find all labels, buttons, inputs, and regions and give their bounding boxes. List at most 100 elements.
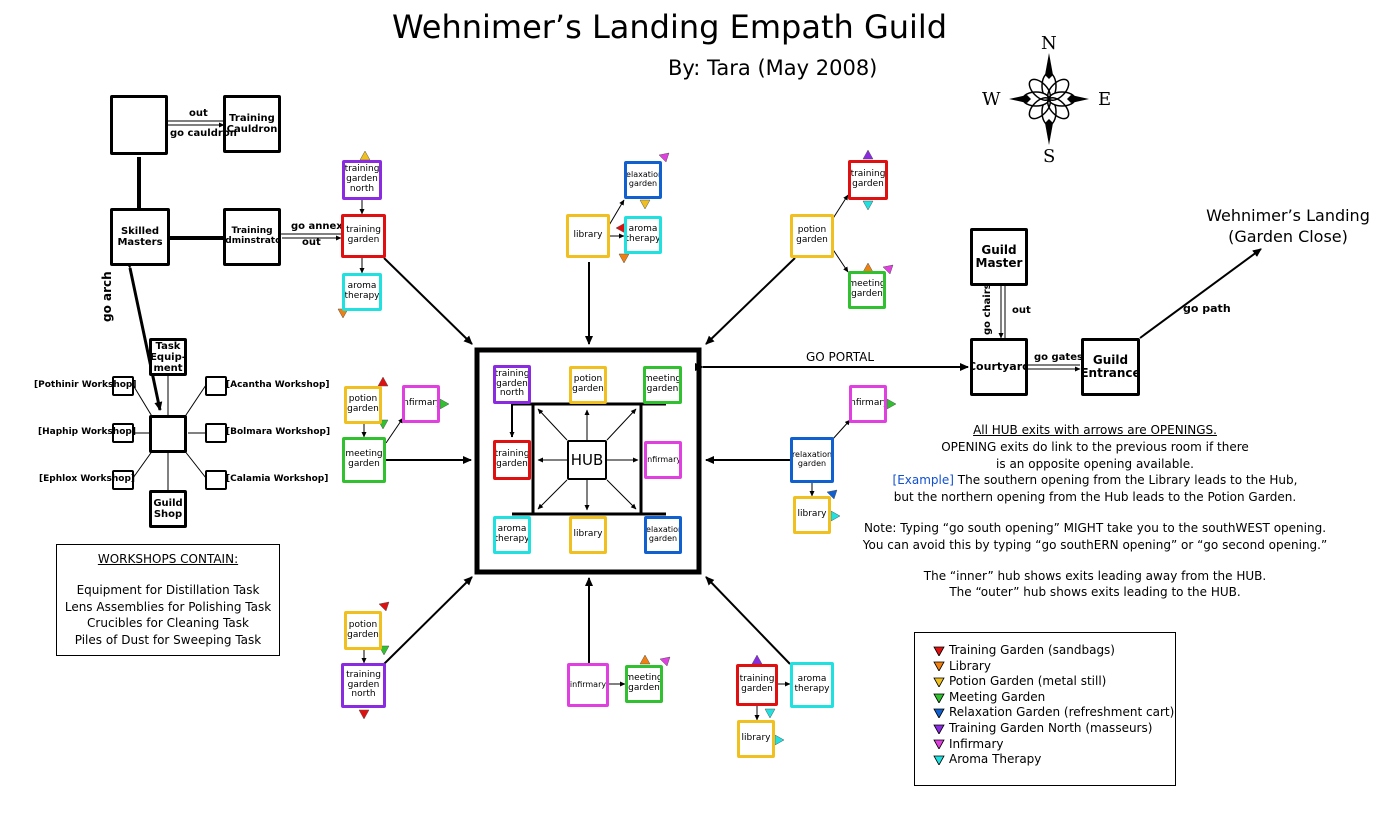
room-sw-training-garden-north[interactable]: training garden north (341, 663, 386, 708)
guild-connectors (124, 118, 1081, 411)
room-task-equipment[interactable]: Task Equip-ment (149, 338, 187, 376)
room-hub-meeting-garden[interactable]: meeting garden (643, 366, 682, 404)
room-hub-training-garden-north[interactable]: training garden north (493, 365, 531, 404)
page-title: Wehnimer’s Landing Empath Guild (392, 8, 948, 46)
author-byline: By: Tara (May 2008) (668, 56, 878, 80)
room-sw-potion-garden[interactable]: potion garden (344, 611, 382, 650)
room-s-infirmary[interactable]: infirmary (567, 663, 609, 707)
room-ephlox-workshop[interactable] (112, 470, 134, 490)
opening-marker-icon (764, 708, 776, 719)
room-e-library[interactable]: library (793, 496, 831, 534)
legend-label: Potion Garden (metal still) (949, 674, 1107, 689)
room-e-relaxation-garden[interactable]: relaxation garden (790, 437, 834, 483)
path-go-portal: GO PORTAL (806, 350, 874, 364)
legend-label: Training Garden North (masseurs) (949, 720, 1153, 735)
path-go-chairs: go chairs (982, 283, 993, 335)
legend-item: Library (933, 659, 1175, 675)
compass-south: S (1043, 146, 1056, 167)
room-nw-training-garden-north[interactable]: training garden north (342, 160, 382, 200)
room-training-administrator[interactable]: Training Adminstrator (223, 208, 281, 266)
label-haphip-workshop: [Haphip Workshop] (38, 427, 136, 437)
notes-example-tag: [Example] (892, 473, 954, 488)
path-go-cauldron: go cauldron (170, 128, 237, 139)
room-acantha-workshop[interactable] (205, 376, 227, 396)
room-hub-potion-garden[interactable]: potion garden (569, 366, 607, 404)
workshops-item: Equipment for Distillation Task (76, 582, 260, 597)
opening-marker-icon (377, 376, 389, 387)
room-ne-training-garden[interactable]: training garden (848, 160, 888, 200)
legend-item: Potion Garden (metal still) (933, 674, 1175, 690)
room-pothinir-workshop[interactable] (112, 376, 134, 396)
opening-marker-icon (618, 253, 630, 264)
opening-marker-icon (439, 398, 450, 410)
legend-triangle-icon (933, 661, 945, 672)
legend-triangle-icon (933, 739, 945, 750)
workshops-item: Lens Assemblies for Polishing Task (64, 599, 272, 614)
opening-marker-icon (358, 709, 370, 720)
legend-triangle-icon (933, 708, 945, 719)
room-se-library[interactable]: library (737, 720, 775, 758)
legend-label: Aroma Therapy (949, 752, 1042, 767)
path-out-chairs: out (1012, 305, 1031, 316)
label-acantha-workshop: [Acantha Workshop] (226, 380, 330, 390)
room-guild-master[interactable]: Guild Master (970, 228, 1028, 286)
room-s-meeting-garden[interactable]: meeting garden (625, 665, 663, 703)
room-hub-library[interactable]: library (569, 516, 607, 554)
workshops-heading: WORKSHOPS CONTAIN: (97, 552, 239, 566)
legend-item: Aroma Therapy (933, 752, 1175, 768)
room-ne-meeting-garden[interactable]: meeting garden (848, 271, 886, 309)
legend-triangle-icon (933, 693, 945, 703)
compass-east: E (1098, 89, 1112, 110)
room-guild-entrance[interactable]: Guild Entrance (1081, 338, 1140, 396)
legend-item: Infirmary (933, 737, 1175, 753)
room-guild-shop[interactable]: Guild Shop (149, 490, 187, 528)
path-out-cauldron: out (189, 108, 208, 119)
legend-label: Training Garden (sandbags) (949, 643, 1115, 657)
label-pothinir-workshop: [Pothinir Workshop] (34, 380, 137, 390)
room-se-training-garden[interactable]: training garden (736, 664, 778, 706)
room-n-library[interactable]: library (566, 214, 610, 258)
notes-line: is an opposite opening available. (996, 456, 1194, 471)
room-calamia-workshop[interactable] (205, 470, 227, 490)
opening-marker-icon (886, 398, 897, 410)
destination-label: Wehnimer’s Landing (Garden Close) (1200, 206, 1376, 248)
opening-marker-icon (862, 149, 874, 160)
destination-sub: (Garden Close) (1228, 226, 1348, 246)
path-go-annex: go annex (291, 221, 343, 232)
legend-label: Relaxation Garden (refreshment cart) (949, 705, 1175, 720)
room-nw-aroma-therapy[interactable]: aroma therapy (342, 273, 382, 311)
path-go-gates: go gates (1034, 352, 1083, 363)
workshops-item: Piles of Dust for Sweeping Task (74, 633, 262, 648)
notes-line: Note: Typing “go south opening” MIGHT ta… (863, 520, 1327, 535)
room-nw-training-garden[interactable]: training garden (341, 214, 386, 258)
room-workshop-center[interactable] (149, 415, 187, 453)
notes-line: OPENING exits do link to the previous ro… (941, 439, 1249, 454)
room-cauldron[interactable] (110, 95, 168, 155)
room-se-aroma-therapy[interactable]: aroma therapy (790, 662, 834, 708)
room-hub[interactable]: HUB (567, 440, 607, 480)
room-courtyard[interactable]: Courtyard (970, 338, 1028, 396)
room-hub-relaxation-garden[interactable]: relaxation garden (644, 516, 682, 554)
notes-line: The “inner” hub shows exits leading away… (923, 568, 1267, 583)
hub-notes: All HUB exits with arrows are OPENINGS. … (860, 422, 1330, 601)
room-ne-potion-garden[interactable]: potion garden (790, 214, 834, 258)
room-haphip-workshop[interactable] (112, 423, 134, 443)
room-hub-infirmary[interactable]: infirmary (644, 441, 682, 479)
room-w-meeting-garden[interactable]: meeting garden (342, 437, 386, 483)
room-e-infirmary[interactable]: infirmary (849, 385, 887, 423)
room-n-aroma-therapy[interactable]: aroma therapy (624, 216, 662, 254)
room-w-potion-garden[interactable]: potion garden (344, 386, 382, 424)
hub-spokes (383, 248, 1262, 665)
legend-triangle-icon (933, 724, 945, 734)
room-w-infirmary[interactable]: infirmary (402, 385, 440, 423)
room-skilled-masters[interactable]: Skilled Masters (110, 208, 170, 266)
opening-marker-icon (639, 654, 651, 665)
room-n-relaxation-garden[interactable]: relaxation garden (624, 161, 662, 199)
room-bolmara-workshop[interactable] (205, 423, 227, 443)
room-hub-training-garden[interactable]: training garden (493, 440, 531, 480)
hub-outer-frame (474, 347, 702, 575)
notes-title: All HUB exits with arrows are OPENINGS. (973, 423, 1217, 437)
room-hub-aroma-therapy[interactable]: aroma therapy (493, 516, 531, 554)
room-training-cauldron[interactable]: Training Cauldron (223, 95, 281, 153)
